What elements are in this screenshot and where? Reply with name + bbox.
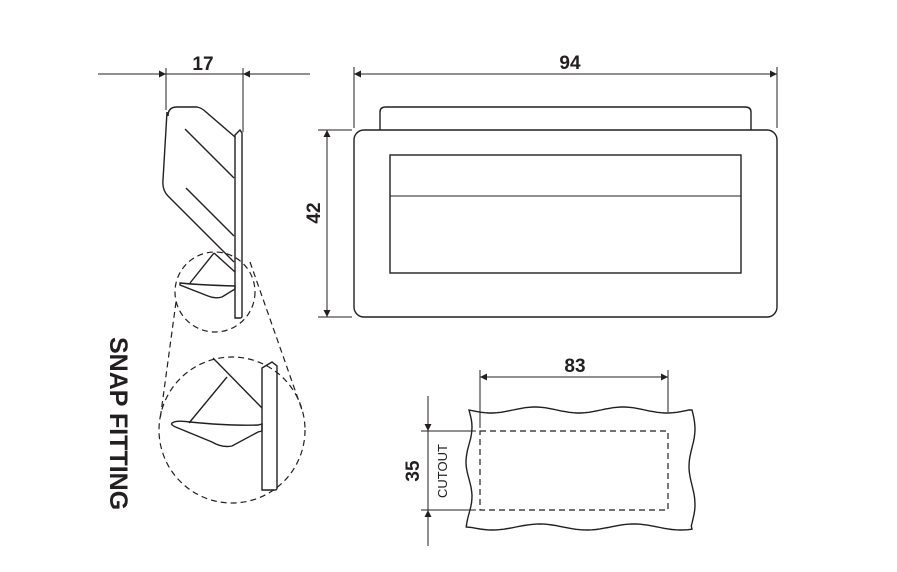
panel-torn-outline <box>465 406 696 531</box>
housing-body-outline <box>162 106 236 263</box>
front-window <box>389 154 742 274</box>
dim-17-label: 17 <box>192 54 213 75</box>
detail-snap-claw <box>170 357 263 448</box>
side-view: 17 SNAP FITTING <box>98 54 310 510</box>
detail-leader <box>249 261 303 411</box>
snap-claw <box>179 252 236 299</box>
dim-94-label: 94 <box>559 53 581 74</box>
cutout-label: CUTOUT <box>435 444 450 498</box>
housing-rib <box>185 187 235 237</box>
snap-fitting-label: SNAP FITTING <box>104 337 132 510</box>
dim-83-label: 83 <box>564 356 585 377</box>
dim-42-label: 42 <box>304 202 325 223</box>
top-tab <box>379 106 752 130</box>
dim-35-label: 35 <box>403 460 424 482</box>
detail-plate <box>261 361 278 491</box>
detail-circle-large <box>158 356 306 504</box>
detail-circle-small <box>174 251 256 333</box>
front-view: 94 42 <box>304 53 778 318</box>
front-plate <box>234 128 243 319</box>
cutout-view: 83 35 CUTOUT <box>403 356 696 546</box>
detail-leader <box>159 301 177 421</box>
cutout-rect <box>479 430 669 511</box>
housing-rib <box>184 128 235 179</box>
front-frame <box>353 129 778 318</box>
